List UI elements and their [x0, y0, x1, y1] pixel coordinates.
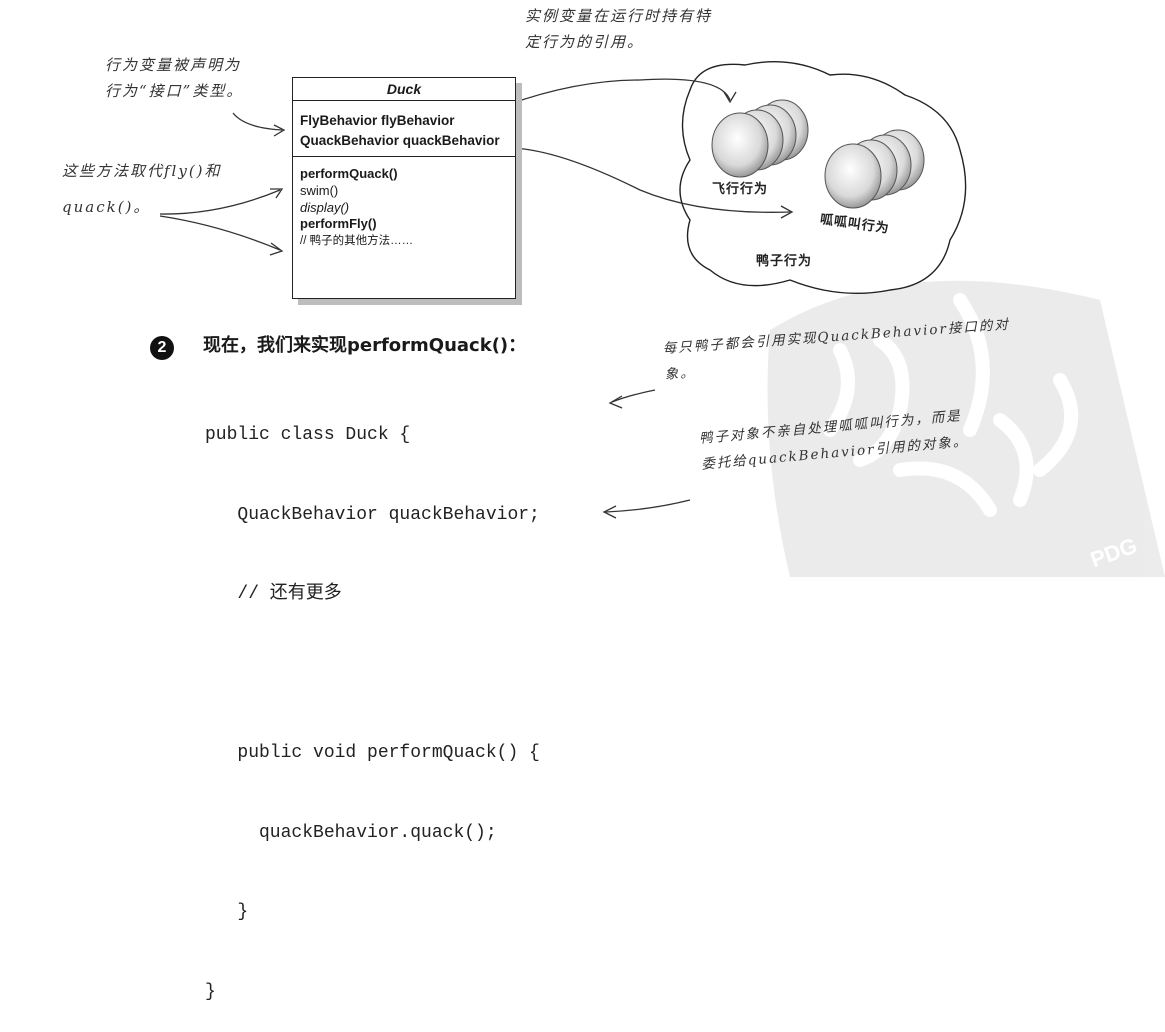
step-heading: 现在，我们来实现performQuack()：	[203, 331, 526, 357]
code-line: }	[205, 979, 540, 1006]
class-fields: FlyBehavior flyBehavior QuackBehavior qu…	[293, 101, 515, 157]
methods-replace-note-line2: quack()。	[62, 194, 222, 220]
interface-annotation-arrow	[233, 113, 282, 130]
each-duck-arrow	[612, 390, 655, 402]
runtime-reference-note-line1: 实例变量在运行时持有特	[525, 3, 712, 29]
methods-replace-note: 这些方法取代fly()和 quack()。	[62, 158, 222, 220]
method-display: display()	[300, 200, 508, 217]
method-perform-fly: performFly()	[300, 216, 508, 233]
delegate-arrow	[606, 500, 690, 512]
runtime-reference-note: 实例变量在运行时持有特 定行为的引用。	[525, 3, 712, 55]
interface-declaration-note-line2: 行为“接口”类型。	[105, 78, 243, 104]
duck-behavior-label: 鸭子行为	[756, 250, 812, 269]
interface-declaration-note-line1: 行为变量被声明为	[105, 52, 243, 78]
fly-behavior-label: 飞行行为	[712, 178, 768, 197]
class-name: Duck	[293, 78, 515, 101]
interface-declaration-note: 行为变量被声明为 行为“接口”类型。	[105, 52, 243, 104]
code-line: QuackBehavior quackBehavior;	[205, 502, 540, 529]
methods-replace-note-line1: 这些方法取代fly()和	[62, 158, 222, 184]
code-block: public class Duck { QuackBehavior quackB…	[205, 369, 540, 1032]
field-quack-behavior: QuackBehavior quackBehavior	[300, 131, 508, 151]
runtime-reference-note-line2: 定行为的引用。	[525, 29, 712, 55]
method-swim: swim()	[300, 183, 508, 200]
class-methods: performQuack() swim() display() performF…	[293, 157, 515, 250]
field-fly-behavior: FlyBehavior flyBehavior	[300, 111, 508, 131]
method-comment: // 鸭子的其他方法……	[300, 233, 508, 250]
code-line: public class Duck {	[205, 422, 540, 449]
code-line	[205, 661, 540, 688]
code-line: public void performQuack() {	[205, 740, 540, 767]
duck-class-diagram: Duck FlyBehavior flyBehavior QuackBehavi…	[292, 77, 516, 299]
step-number-badge: 2	[150, 336, 174, 360]
method-perform-quack: performQuack()	[300, 166, 508, 183]
code-line: }	[205, 899, 540, 926]
code-line: // 还有更多	[205, 581, 540, 608]
code-line: quackBehavior.quack();	[205, 820, 540, 847]
methods-annotation-arrow-2	[160, 216, 280, 250]
